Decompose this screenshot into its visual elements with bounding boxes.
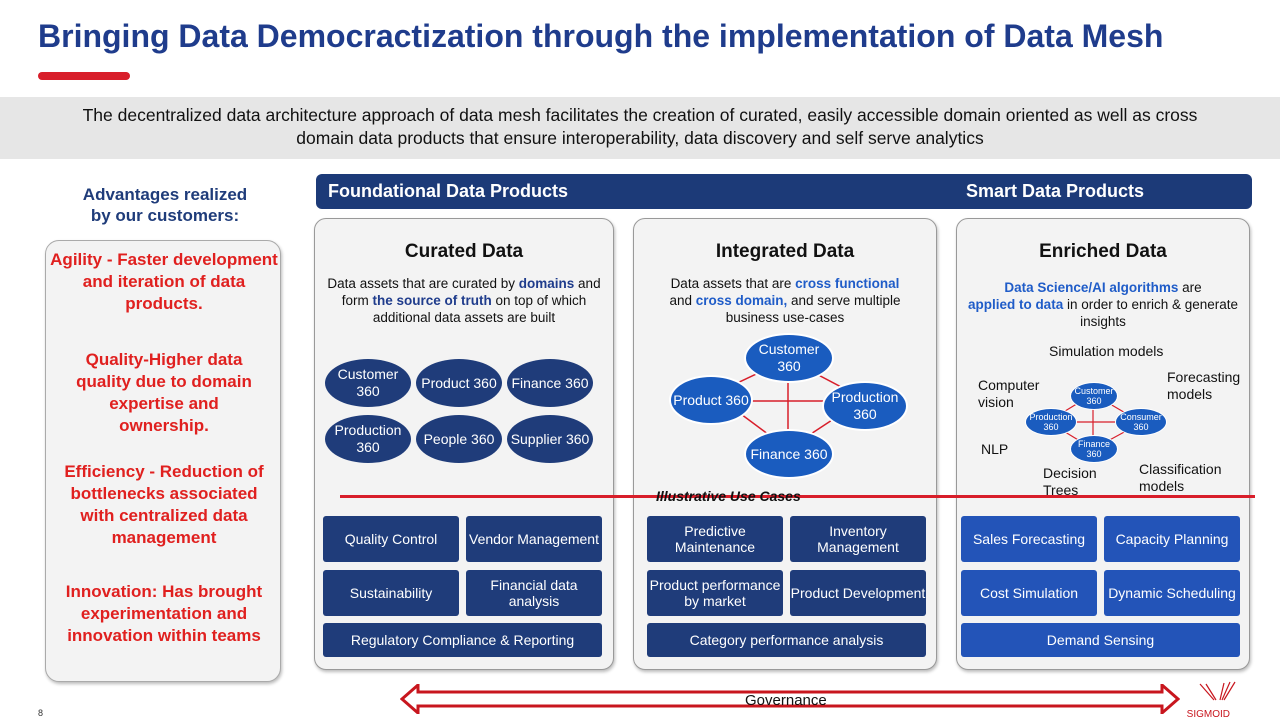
page-title: Bringing Data Democractization through t… xyxy=(38,18,1164,54)
sigmoid-logo: SIGMOID xyxy=(1180,680,1250,720)
node-product-360: Product 360 xyxy=(669,375,753,425)
node-people-360: People 360 xyxy=(416,415,502,463)
logo-text: SIGMOID xyxy=(1186,709,1230,720)
use-cases-divider xyxy=(340,495,1255,498)
subtitle-line: domain data products that ensure interop… xyxy=(296,128,984,148)
use-case-tile: Sales Forecasting xyxy=(961,516,1097,562)
node-production-360: Production 360 xyxy=(325,415,411,463)
logo-mark-icon xyxy=(1199,681,1236,701)
curated-data-panel: Curated Data Data assets that are curate… xyxy=(314,218,614,670)
use-case-tile: Inventory Management xyxy=(790,516,926,562)
node-production-360: Production 360 xyxy=(1025,408,1077,436)
use-case-tile: Product Development xyxy=(790,570,926,616)
products-header: Foundational Data Products Smart Data Pr… xyxy=(316,174,1252,209)
heading-line: Advantages realized xyxy=(82,185,248,204)
node-customer-360: Customer 360 xyxy=(1070,382,1118,410)
node-supplier-360: Supplier 360 xyxy=(507,415,593,463)
advantage-innovation: Innovation: Has brought experimentation … xyxy=(65,582,263,645)
advantages-heading: Advantages realized by our customers: xyxy=(50,184,280,226)
label-forecasting: Forecasting models xyxy=(1167,369,1241,402)
use-case-tile: Category performance analysis xyxy=(647,623,926,657)
panel-description: Data Science/AI algorithms are applied t… xyxy=(967,280,1239,329)
subtitle-banner: The decentralized data architecture appr… xyxy=(0,97,1280,159)
use-case-tile: Dynamic Scheduling xyxy=(1104,570,1240,616)
use-case-tile: Cost Simulation xyxy=(961,570,1097,616)
label-decision-trees: Decision Trees xyxy=(1043,465,1097,498)
governance-arrow xyxy=(400,684,1180,714)
heading-line: by our customers: xyxy=(90,206,240,225)
use-case-tile: Product performance by market xyxy=(647,570,783,616)
node-consumer-360: Consumer 360 xyxy=(1115,408,1167,436)
use-case-tile: Financial data analysis xyxy=(466,570,602,616)
node-production-360: Production 360 xyxy=(822,381,908,431)
advantages-box: Agility - Faster development and iterati… xyxy=(45,240,281,682)
label-simulation: Simulation models xyxy=(1049,343,1164,359)
label-computer-vision: Computer vision xyxy=(978,377,1040,410)
use-case-tile: Predictive Maintenance xyxy=(647,516,783,562)
use-case-tile: Quality Control xyxy=(323,516,459,562)
panel-title: Integrated Data xyxy=(715,241,855,262)
panel-description: Data assets that are curated by domains … xyxy=(327,276,601,325)
page-number: 8 xyxy=(38,708,44,718)
panel-title: Curated Data xyxy=(404,241,524,262)
panel-description: Data assets that are cross functional an… xyxy=(669,276,901,325)
use-case-tile: Sustainability xyxy=(323,570,459,616)
governance-label: Governance xyxy=(745,692,827,709)
label-nlp: NLP xyxy=(981,441,1009,457)
foundational-label: Foundational Data Products xyxy=(328,181,569,201)
use-case-tile: Capacity Planning xyxy=(1104,516,1240,562)
advantage-agility: Agility - Faster development and iterati… xyxy=(50,250,278,313)
enriched-data-panel: Enriched Data Data Science/AI algorithms… xyxy=(956,218,1250,670)
node-finance-360: Finance 360 xyxy=(1070,435,1118,463)
node-customer-360: Customer 360 xyxy=(325,359,411,407)
node-product-360: Product 360 xyxy=(416,359,502,407)
advantage-quality: Quality-Higher data quality due to domai… xyxy=(76,350,252,435)
use-case-tile: Demand Sensing xyxy=(961,623,1240,657)
subtitle-line: The decentralized data architecture appr… xyxy=(82,105,1198,125)
label-classification: Classification models xyxy=(1139,461,1222,494)
node-finance-360: Finance 360 xyxy=(744,429,834,479)
use-case-tile: Vendor Management xyxy=(466,516,602,562)
use-case-tile: Regulatory Compliance & Reporting xyxy=(323,623,602,657)
integrated-data-panel: Integrated Data Data assets that are cro… xyxy=(633,218,937,670)
node-finance-360: Finance 360 xyxy=(507,359,593,407)
smart-label: Smart Data Products xyxy=(966,181,1145,201)
panel-title: Enriched Data xyxy=(1039,241,1167,262)
illustrative-use-cases-label: Illustrative Use Cases xyxy=(656,488,801,504)
advantage-efficiency: Efficiency - Reduction of bottlenecks as… xyxy=(64,462,264,547)
title-underline xyxy=(38,72,130,80)
node-customer-360: Customer 360 xyxy=(744,333,834,383)
